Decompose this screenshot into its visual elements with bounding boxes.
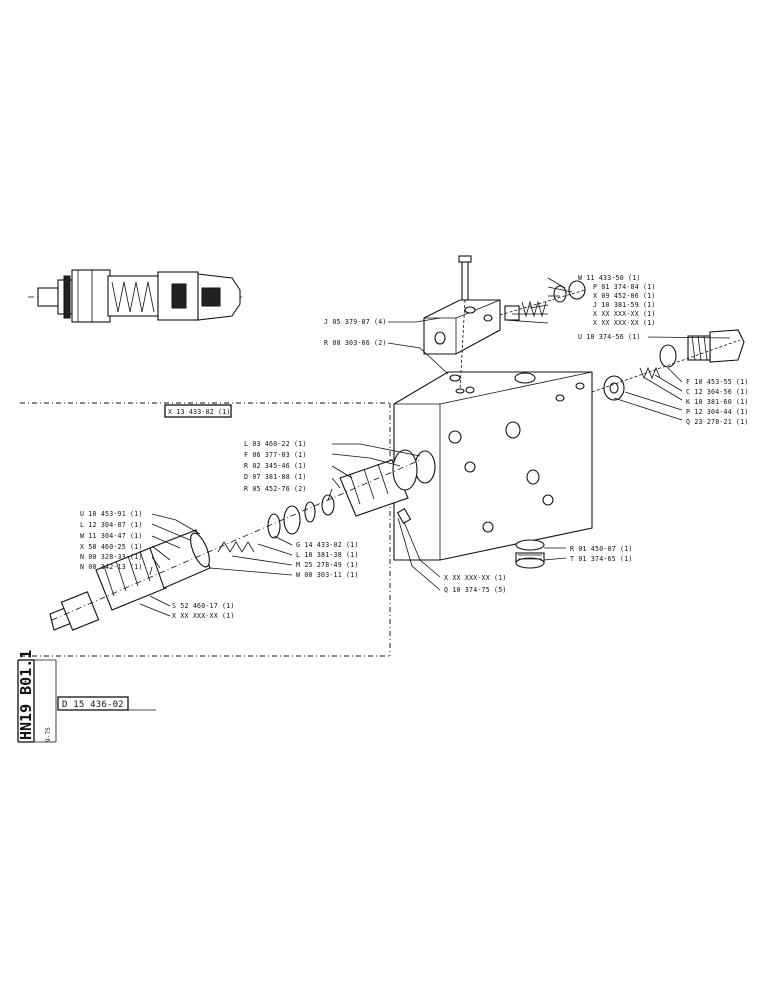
label-f06377: F 06 377-03 (1) [244, 451, 307, 459]
label-l03460: L 03 460-22 (1) [244, 440, 307, 448]
label-s52460: S 52 460-17 (1) [172, 602, 235, 610]
cartridge-section-view [28, 269, 245, 323]
label-r01450: R 01 450-07 (1) [570, 545, 633, 553]
left-cartridge-assembly [49, 449, 421, 631]
label-r05452: R 05 452-76 (2) [244, 485, 307, 493]
label-j05379: J 05 379-87 (4) [324, 318, 387, 326]
label-xxx-2: X XX XXX-XX (1) [593, 319, 656, 327]
label-r00303: R 00 303-06 (2) [324, 339, 387, 347]
label-xxx-1: X XX XXX-XX (1) [593, 310, 656, 318]
label-d07381: D 07 381-88 (1) [244, 473, 307, 481]
leader-lines [139, 277, 731, 617]
label-u10374: U 10 374-56 (1) [578, 333, 641, 341]
label-n00342: N 00 342-13 (1) [80, 563, 143, 571]
group-frame [20, 402, 391, 657]
label-xxx-4: X XX XXX-XX (1) [444, 574, 507, 582]
label-k10381: K 10 381-60 (1) [686, 398, 749, 406]
label-w00303: W 00 303-11 (1) [296, 571, 359, 579]
label-p12304: P 12 304-44 (1) [686, 408, 749, 416]
label-g14433: G 14 433-02 (1) [296, 541, 359, 549]
label-q10374: Q 10 374-75 (5) [444, 586, 507, 594]
label-f10453: F 10 453-55 (1) [686, 378, 749, 386]
label-j10381: J 10 381-59 (1) [593, 301, 656, 309]
label-l12304: L 12 304-87 (1) [80, 521, 143, 529]
label-p01374: P 01 374-84 (1) [593, 283, 656, 291]
label-l10381: L 10 381-38 (1) [296, 551, 359, 559]
valve-block [393, 371, 593, 561]
top-cover-block [423, 255, 501, 394]
label-xxx-3: X XX XXX-XX (1) [172, 612, 235, 620]
date-code: 9-75 [45, 727, 52, 742]
label-x50460: X 50 460-25 (1) [80, 543, 143, 551]
label-c12304: C 12 304-56 (1) [686, 388, 749, 396]
sheet-number: D 15 436-02 [62, 700, 124, 710]
title-block [17, 659, 156, 743]
series-code: HN19 B01.1 [17, 650, 35, 740]
label-m25278: M 25 278-49 (1) [296, 561, 359, 569]
label-q23278: Q 23 278-21 (1) [686, 418, 749, 426]
label-n00328: N 00 328-33 (1) [80, 553, 143, 561]
label-w11433: W 11 433-50 (1) [578, 274, 641, 282]
group-ref-label: X 13 433-82 (1) [168, 408, 231, 416]
label-t01374: T 01 374-65 (1) [570, 555, 633, 563]
part-labels: J 05 379-87 (4) R 00 303-06 (2) W 11 433… [80, 274, 749, 620]
right-plug-assembly [591, 329, 745, 401]
label-w11304: W 11 304-47 (1) [80, 532, 143, 540]
label-x09452: X 09 452-06 (1) [593, 292, 656, 300]
label-r02345: R 02 345-46 (1) [244, 462, 307, 470]
bottom-plugs [396, 508, 545, 569]
upper-right-spool [499, 280, 586, 321]
label-u10453: U 10 453-91 (1) [80, 510, 143, 518]
